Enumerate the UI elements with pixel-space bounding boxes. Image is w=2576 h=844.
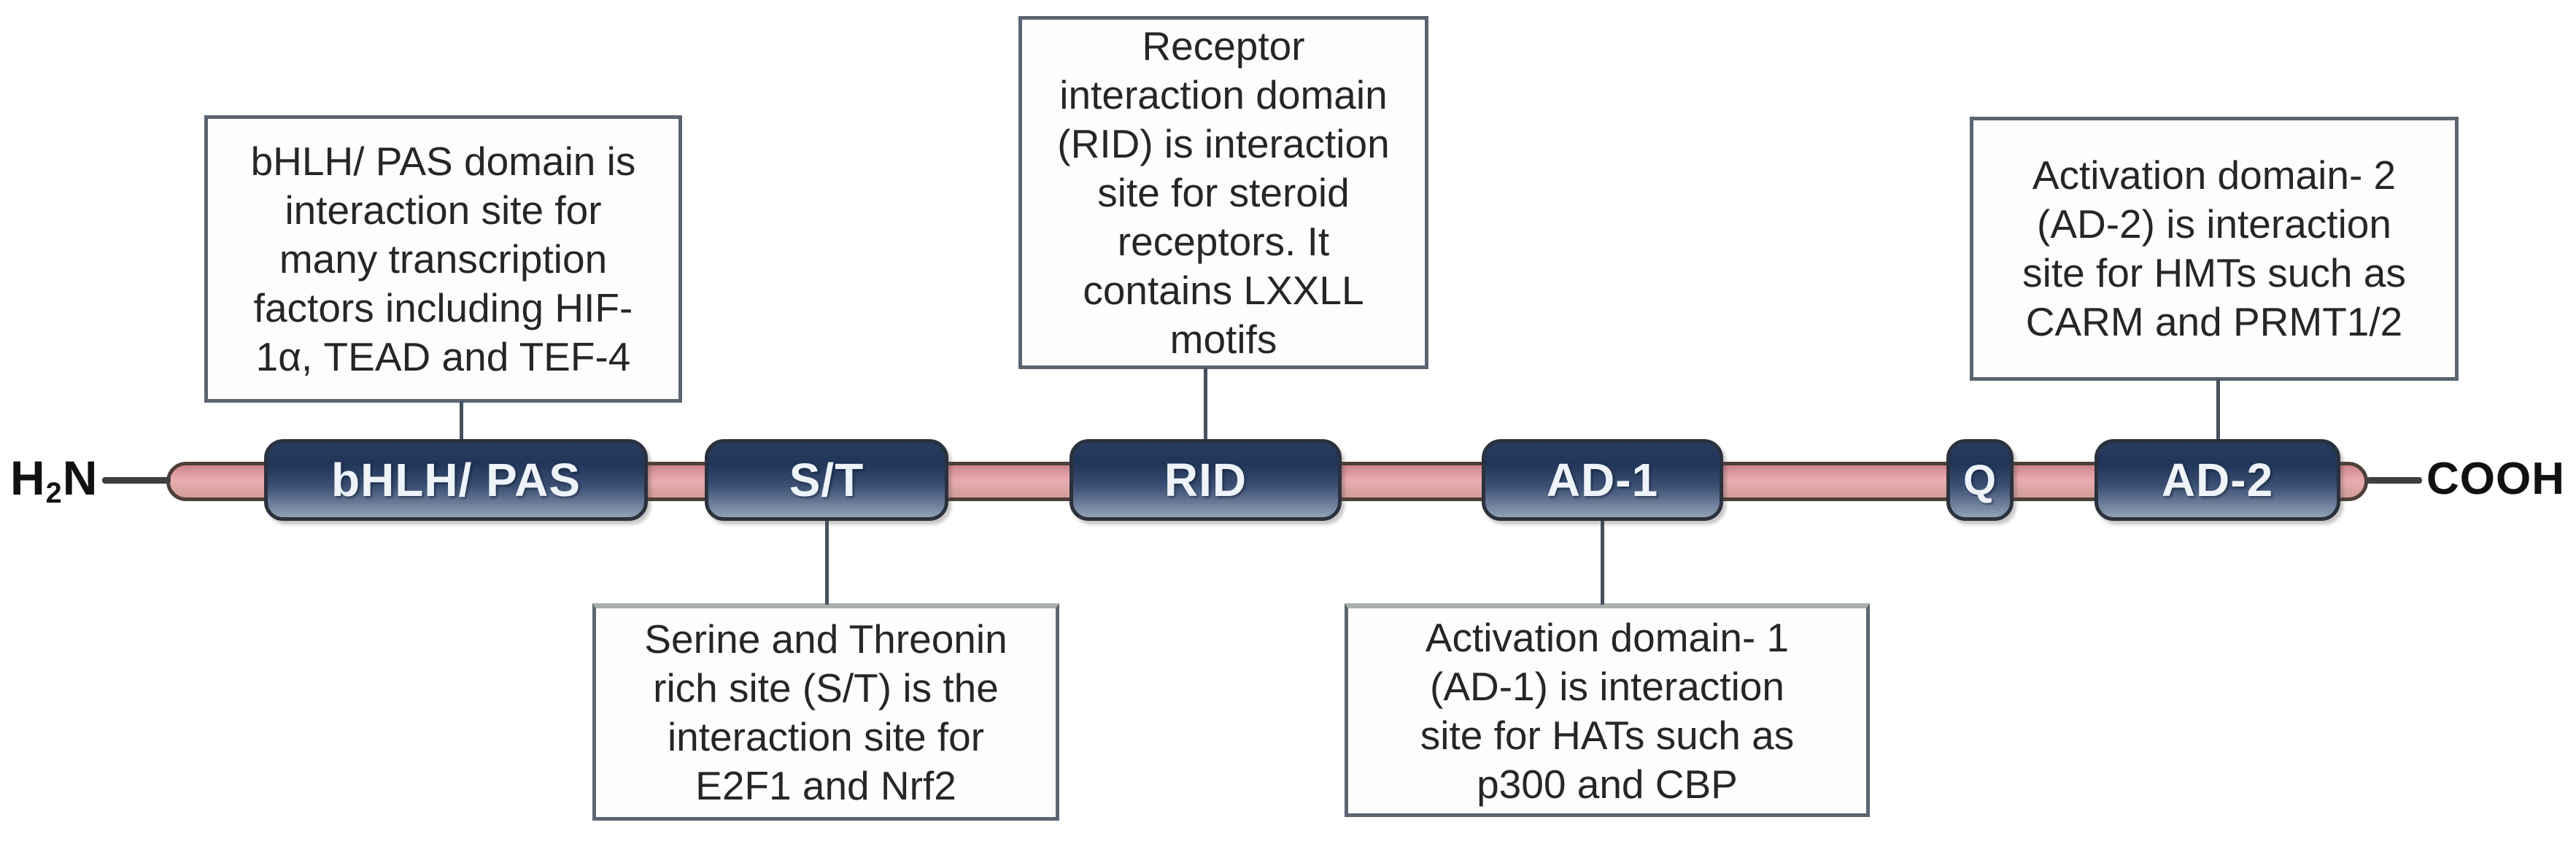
domain-rid: RID — [1070, 439, 1342, 521]
annotation-st: Serine and Threonin rich site (S/T) is t… — [592, 603, 1059, 821]
n-terminus-n: N — [62, 451, 98, 505]
annotation-ad1: Activation domain- 1 (AD-1) is interacti… — [1345, 603, 1870, 817]
domain-bhlh-pas: bHLH/ PAS — [264, 439, 648, 521]
annotation-rid: Receptor interaction domain (RID) is int… — [1018, 16, 1428, 369]
annotation-bhlh-pas: bHLH/ PAS domain is interaction site for… — [204, 115, 682, 403]
annotation-ad2-text: Activation domain- 2 (AD-2) is interacti… — [2022, 152, 2406, 344]
domain-st-label: S/T — [789, 454, 865, 506]
domain-q-label: Q — [1962, 456, 1997, 504]
domain-ad2-label: AD-2 — [2161, 454, 2274, 506]
domain-st: S/T — [705, 439, 948, 521]
callout-line-ad1 — [1601, 519, 1604, 605]
domain-ad2: AD-2 — [2095, 439, 2340, 521]
annotation-rid-text: Receptor interaction domain (RID) is int… — [1057, 23, 1390, 362]
callout-line-bhlh-pas — [460, 401, 463, 442]
callout-line-st — [825, 519, 829, 605]
n-terminus-label: H2N — [10, 454, 98, 508]
domain-ad1-label: AD-1 — [1546, 454, 1659, 506]
domain-ad1: AD-1 — [1482, 439, 1723, 521]
domain-q: Q — [1946, 439, 2014, 521]
c-terminus-label: COOH — [2426, 457, 2565, 502]
callout-line-ad2 — [2216, 379, 2220, 442]
c-terminus-connector-line — [2367, 477, 2422, 484]
domain-rid-label: RID — [1164, 454, 1248, 506]
annotation-bhlh-pas-text: bHLH/ PAS domain is interaction site for… — [250, 138, 636, 379]
domain-bhlh-pas-label: bHLH/ PAS — [330, 454, 581, 506]
annotation-ad2: Activation domain- 2 (AD-2) is interacti… — [1970, 117, 2459, 381]
n-terminus-connector-line — [102, 477, 171, 484]
c-terminus-text: COOH — [2426, 454, 2565, 504]
annotation-st-text: Serine and Threonin rich site (S/T) is t… — [644, 616, 1007, 808]
annotation-ad1-text: Activation domain- 1 (AD-1) is interacti… — [1420, 614, 1795, 807]
n-terminus-h: H — [10, 451, 46, 505]
callout-line-rid — [1204, 368, 1207, 442]
n-terminus-subscript: 2 — [45, 477, 63, 510]
